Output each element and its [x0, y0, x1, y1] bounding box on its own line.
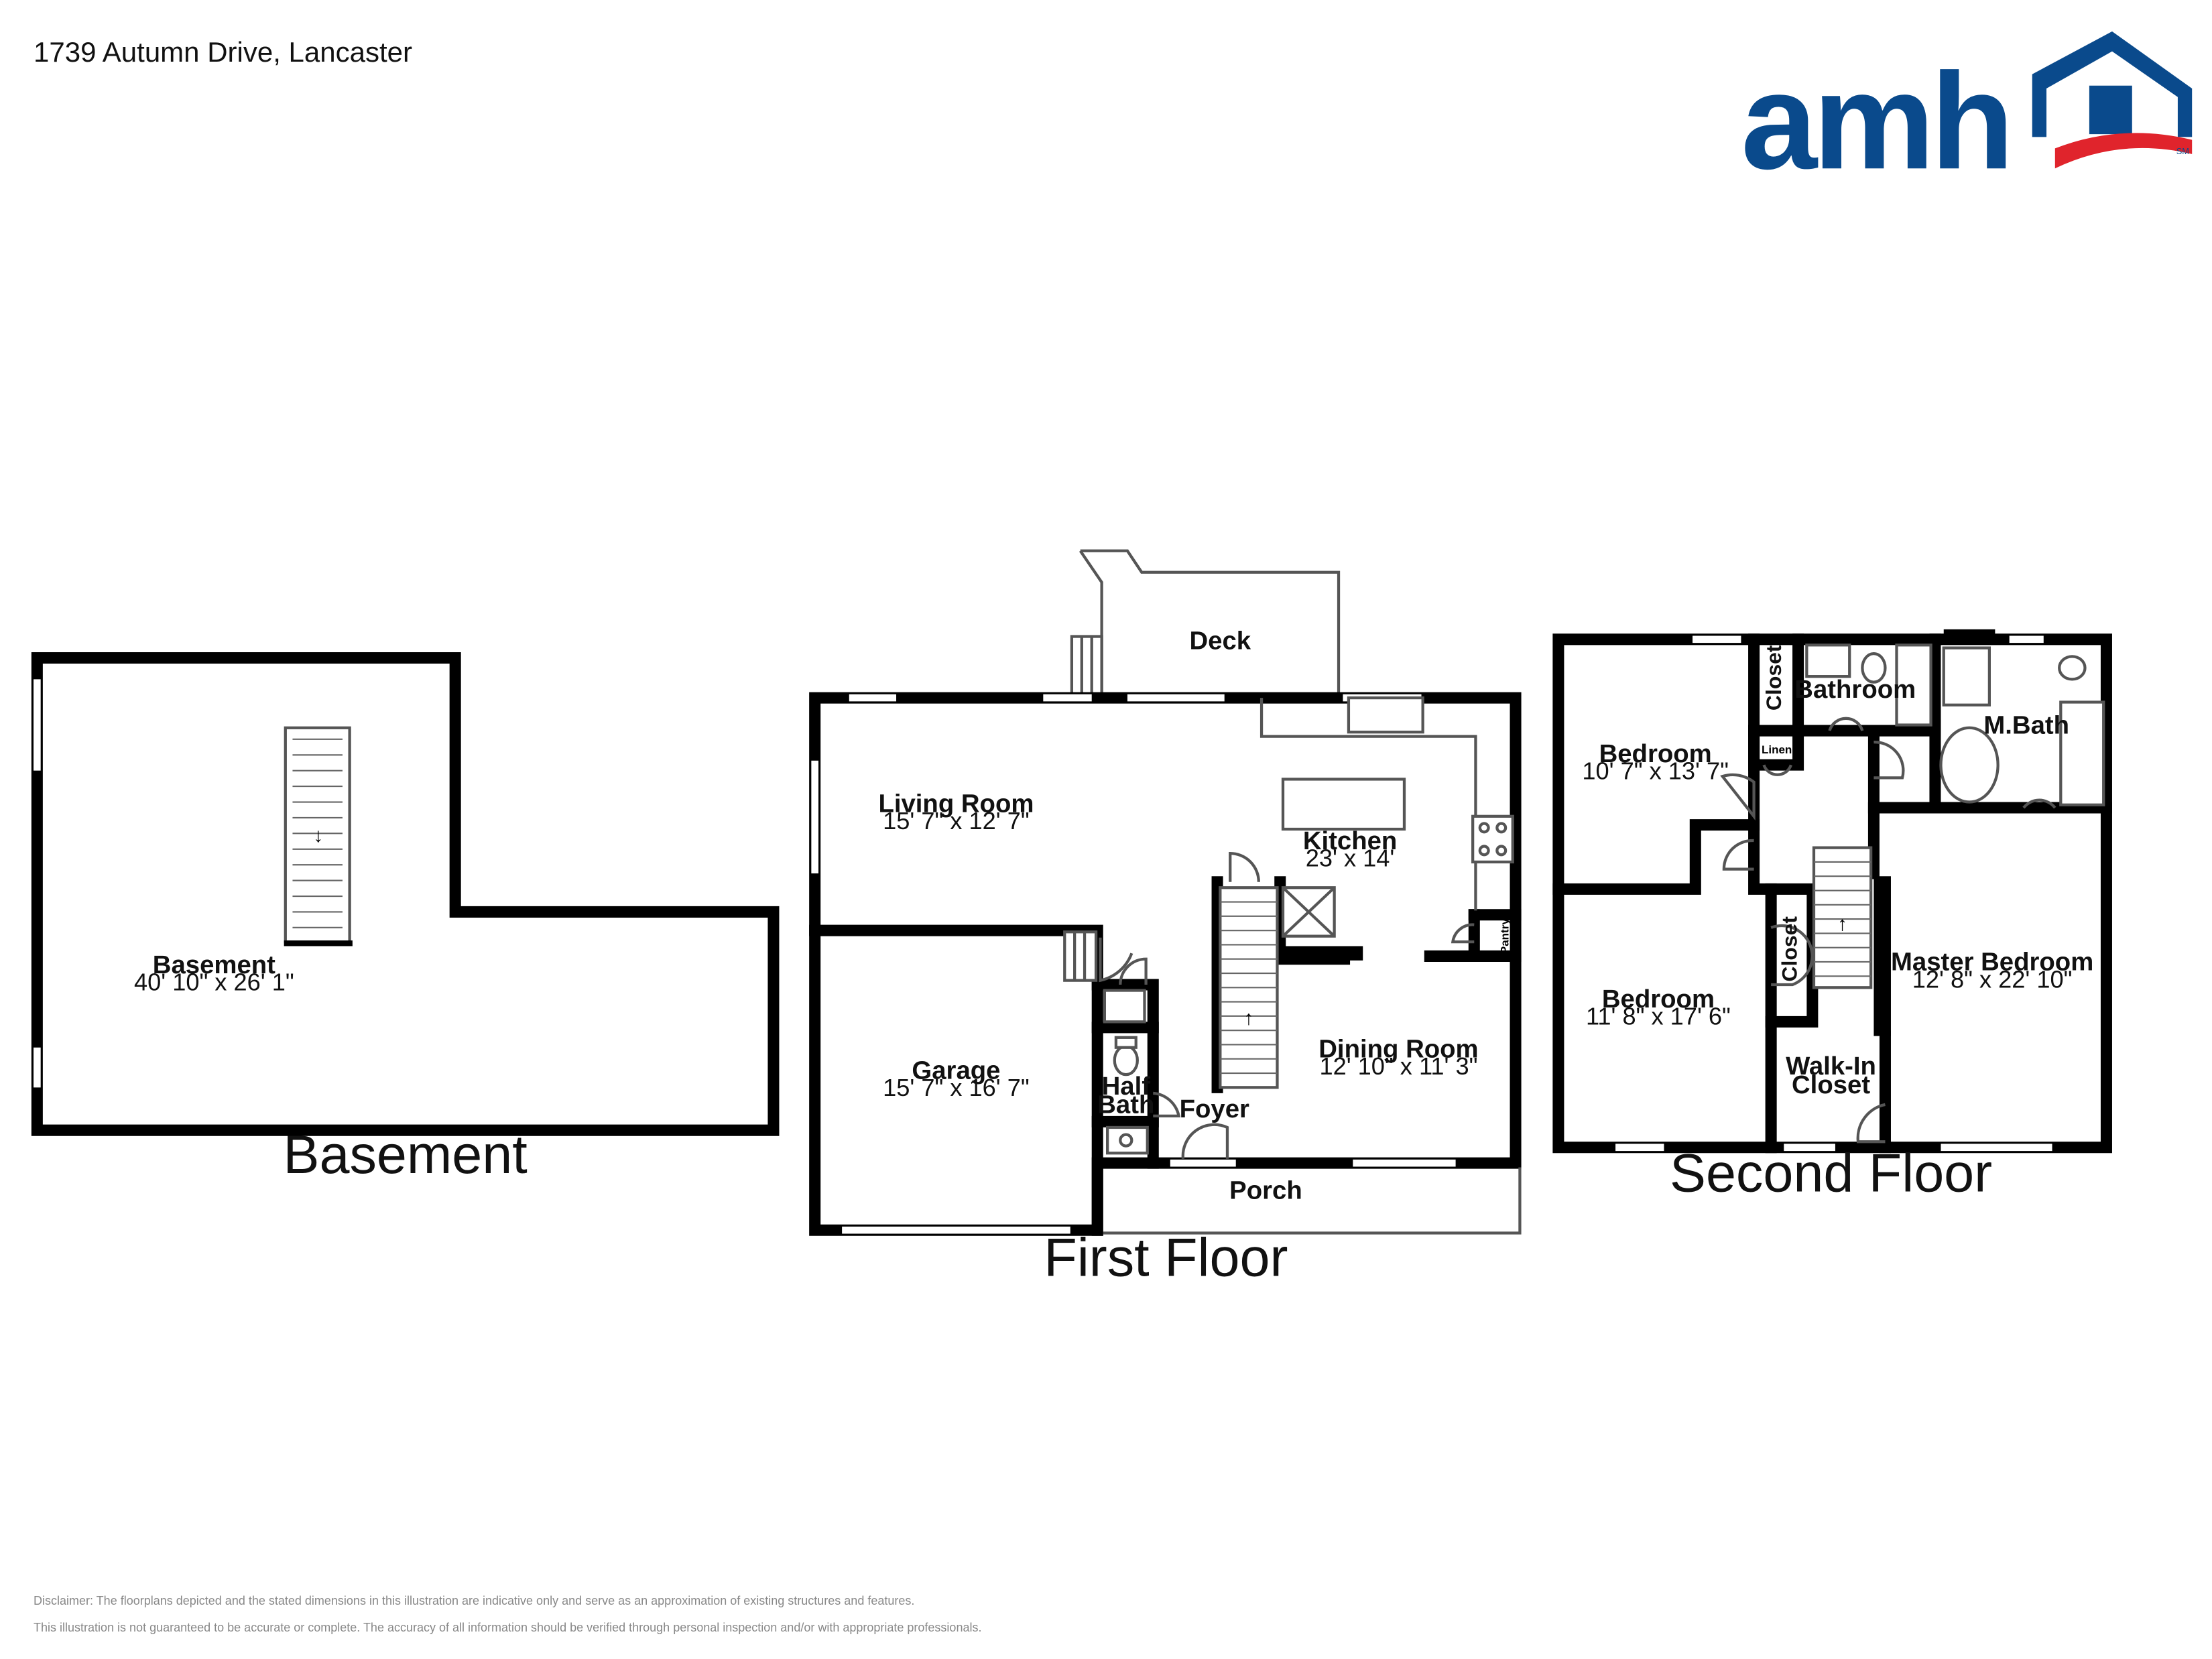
- house-door-icon: [2089, 85, 2132, 135]
- stairs-down-arrow-icon: ↓: [313, 824, 323, 847]
- half-bath-wall: [1091, 979, 1159, 1169]
- room-label-kitchen: Kitchen: [1303, 826, 1398, 855]
- room-label-mbath: M.Bath: [1983, 711, 2069, 739]
- room-dims-bedroom1: 10' 7" x 13' 7": [1582, 757, 1729, 784]
- logo-wordmark: amh: [1741, 45, 2010, 198]
- floor-title-second: Second Floor: [1670, 1144, 1992, 1204]
- room-label-half-bath-2: Bath: [1097, 1091, 1154, 1119]
- kitchen-sink-icon: [1347, 696, 1424, 734]
- second-floor-stairs: [1812, 846, 1873, 989]
- soaking-tub-icon: [1939, 726, 2000, 804]
- second-floor-plan: ↑ Bedroom 10' 7" x 13' 7" Closet Bathroo…: [1552, 629, 2112, 1204]
- double-vanity-icon: [2059, 700, 2105, 806]
- room-label-closet1: Closet: [1762, 645, 1786, 711]
- basement-stairs: [284, 726, 351, 944]
- room-label-dining: Dining Room: [1318, 1035, 1478, 1064]
- room-label-walkin-2: Closet: [1792, 1070, 1870, 1099]
- room-label-garage: Garage: [912, 1056, 1000, 1085]
- first-floor-plan: Deck Porch: [809, 549, 1522, 1288]
- deck-outline: [1079, 549, 1341, 698]
- room-dims-living: 15' 7" x 12' 7": [883, 807, 1030, 835]
- room-label-master: Master Bedroom: [1891, 948, 2093, 977]
- room-label-deck: Deck: [1190, 627, 1251, 656]
- stove-icon: [1471, 814, 1514, 864]
- property-address: 1739 Autumn Drive, Lancaster: [34, 36, 412, 68]
- room-label-pantry: Pantry: [1498, 918, 1511, 954]
- second-floor-exterior-walls: [1552, 633, 2112, 1154]
- room-label-walkin-1: Walk-In: [1786, 1052, 1876, 1081]
- basement-plan: ↓ Basement 40' 10" x 26' 1" Basement: [31, 652, 780, 1185]
- sink-icon: [1105, 1125, 1149, 1155]
- toilet-icon-2: [1861, 652, 1887, 684]
- room-dims-kitchen: 23' x 14': [1306, 844, 1395, 871]
- kitchen-island: [1281, 778, 1406, 831]
- room-label-closet2: Closet: [1777, 916, 1801, 982]
- room-label-porch: Porch: [1229, 1176, 1302, 1205]
- room-label-foyer: Foyer: [1180, 1095, 1249, 1123]
- room-dims-master: 12' 8" x 22' 10": [1912, 965, 2073, 993]
- shower-icon: [1942, 646, 1991, 706]
- toilet-icon-3: [2058, 655, 2087, 681]
- room-dims-basement: 40' 10" x 26' 1": [134, 969, 294, 996]
- floor-title-first: First Floor: [1044, 1227, 1288, 1288]
- toilet-icon: [1113, 1044, 1139, 1077]
- disclaimer-line-2: This illustration is not guaranteed to b…: [34, 1621, 982, 1634]
- room-dims-garage: 15' 7" x 16' 7": [883, 1074, 1030, 1101]
- door-swing: [1229, 852, 1260, 882]
- disclaimer-line-1: Disclaimer: The floorplans depicted and …: [34, 1594, 915, 1607]
- room-label-bathroom: Bathroom: [1794, 675, 1916, 704]
- basement-outline: [31, 652, 780, 1136]
- room-label-bedroom1: Bedroom: [1599, 739, 1712, 768]
- amh-logo: amh SM: [1741, 31, 2193, 198]
- room-label-basement: Basement: [153, 950, 275, 979]
- porch-outline: [1099, 1167, 1522, 1235]
- red-swoosh-icon: [2054, 133, 2193, 169]
- room-label-bedroom2: Bedroom: [1602, 985, 1715, 1013]
- room-dims-dining: 12' 10" x 11' 3": [1319, 1052, 1477, 1080]
- front-door-swing: [1181, 1123, 1229, 1159]
- room-label-living: Living Room: [878, 789, 1034, 818]
- house-roof-icon: [2032, 31, 2193, 137]
- first-floor-exterior-walls: [809, 692, 1522, 1236]
- floor-title-basement: Basement: [284, 1125, 528, 1185]
- room-dims-bedroom2: 11' 8" x 17' 6": [1586, 1003, 1731, 1030]
- stairs-up-arrow-icon-2: ↑: [1837, 913, 1847, 935]
- stairs-up-arrow-icon: ↑: [1243, 1007, 1253, 1030]
- logo-service-mark: SM: [2176, 146, 2189, 156]
- room-label-half-bath-1: Half: [1102, 1072, 1151, 1101]
- sink-icon-2: [1805, 643, 1851, 678]
- bathtub-icon: [1895, 643, 1932, 727]
- room-label-linen: Linen: [1762, 743, 1792, 756]
